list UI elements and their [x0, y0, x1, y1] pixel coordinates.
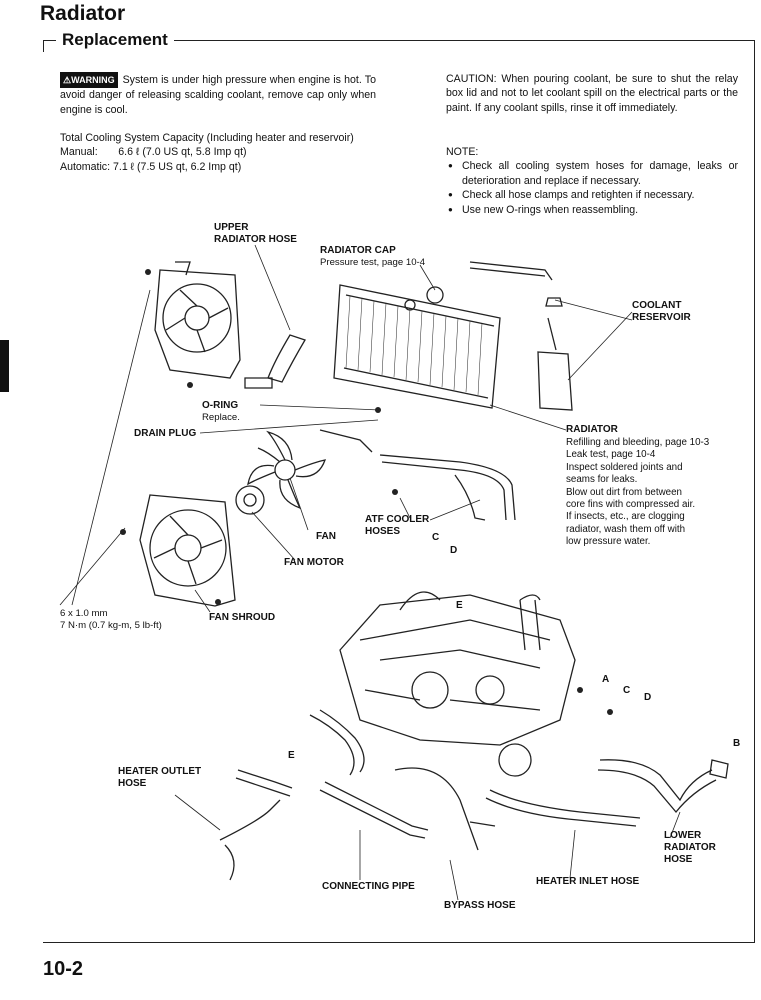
capacity-manual: Manual: 6.6 ℓ (7.0 US qt, 5.8 Imp qt) — [60, 146, 247, 159]
section-title: Replacement — [56, 30, 174, 50]
caution-block: CAUTION: When pouring coolant, be sure t… — [446, 73, 738, 114]
label-radiator-cap-note: Pressure test, page 10-4 — [320, 257, 426, 268]
label-fan: FAN — [316, 531, 336, 542]
page-number: 10-2 — [43, 958, 84, 980]
engine-assembly — [339, 591, 576, 777]
label-ref-b: B — [733, 738, 741, 749]
capacity-block: Total Cooling System Capacity (Including… — [60, 131, 376, 174]
note-heading: NOTE: — [446, 146, 479, 158]
content-frame — [43, 40, 755, 943]
page-title: Radiator — [40, 2, 126, 25]
label-connecting-pipe: CONNECTING PIPE — [322, 881, 415, 892]
frame-corner — [43, 40, 57, 41]
label-drain-plug: DRAIN PLUG — [134, 428, 197, 439]
cooling-fan — [247, 430, 326, 510]
note-item: Check all cooling system hoses for damag… — [446, 159, 738, 188]
heater-outlet-hose — [219, 769, 293, 881]
label-ref-d-2: D — [644, 692, 652, 703]
label-bypass-hose: BYPASS HOSE — [444, 900, 516, 911]
lower-fan-shroud — [139, 494, 236, 607]
note-item: Check all hose clamps and retighten if n… — [446, 188, 738, 203]
upper-radiator-hose — [267, 334, 306, 383]
label-o-ring: O-RING — [202, 400, 239, 411]
connecting-pipe — [319, 767, 479, 851]
atf-cooler-hoses — [319, 429, 516, 521]
label-ref-a: A — [602, 674, 610, 685]
capacity-heading: Total Cooling System Capacity (Including… — [60, 132, 354, 144]
thumb-tab — [0, 340, 9, 392]
label-fan-shroud: FAN SHROUD — [209, 612, 276, 623]
e-hose — [309, 714, 355, 776]
frame-corner-tick — [43, 40, 44, 52]
label-radiator-cap: RADIATOR CAP — [320, 245, 396, 256]
e-hose — [319, 709, 365, 773]
label-ref-c-2: C — [623, 685, 631, 696]
capacity-automatic: Automatic: 7.1 ℓ (7.5 US qt, 6.2 Imp qt) — [60, 160, 242, 173]
fan-motor — [235, 485, 265, 515]
heater-inlet-hose — [469, 789, 641, 827]
radiator-core — [333, 284, 501, 409]
upper-fan-shroud — [154, 261, 241, 379]
label-fan-motor: FAN MOTOR — [284, 557, 344, 568]
label-radiator: RADIATOR — [566, 424, 618, 435]
radiator-notes: Refilling and bleeding, page 10-3 Leak t… — [566, 437, 710, 548]
label-ref-e: E — [456, 600, 463, 611]
label-o-ring-note: Replace. — [202, 412, 240, 423]
coolant-reservoir — [469, 261, 573, 411]
note-item: Use new O-rings when reassembling. — [446, 203, 738, 218]
warning-badge: ⚠WARNING — [60, 72, 118, 89]
label-bolt-torque: 7 N·m (0.7 kg-m, 5 lb-ft) — [60, 620, 162, 631]
e-hose — [519, 594, 541, 601]
hose-clamp — [244, 377, 273, 389]
label-heater-inlet-hose: HEATER INLET HOSE — [536, 876, 640, 887]
note-block: NOTE: Check all cooling system hoses for… — [446, 145, 738, 217]
label-bolt-size: 6 x 1.0 mm — [60, 608, 108, 619]
label-ref-c: C — [432, 532, 440, 543]
label-ref-d: D — [450, 545, 458, 556]
label-ref-e-2: E — [288, 750, 295, 761]
lower-radiator-hose — [597, 759, 729, 814]
warning-text: System is under high pressure when engin… — [60, 74, 376, 116]
